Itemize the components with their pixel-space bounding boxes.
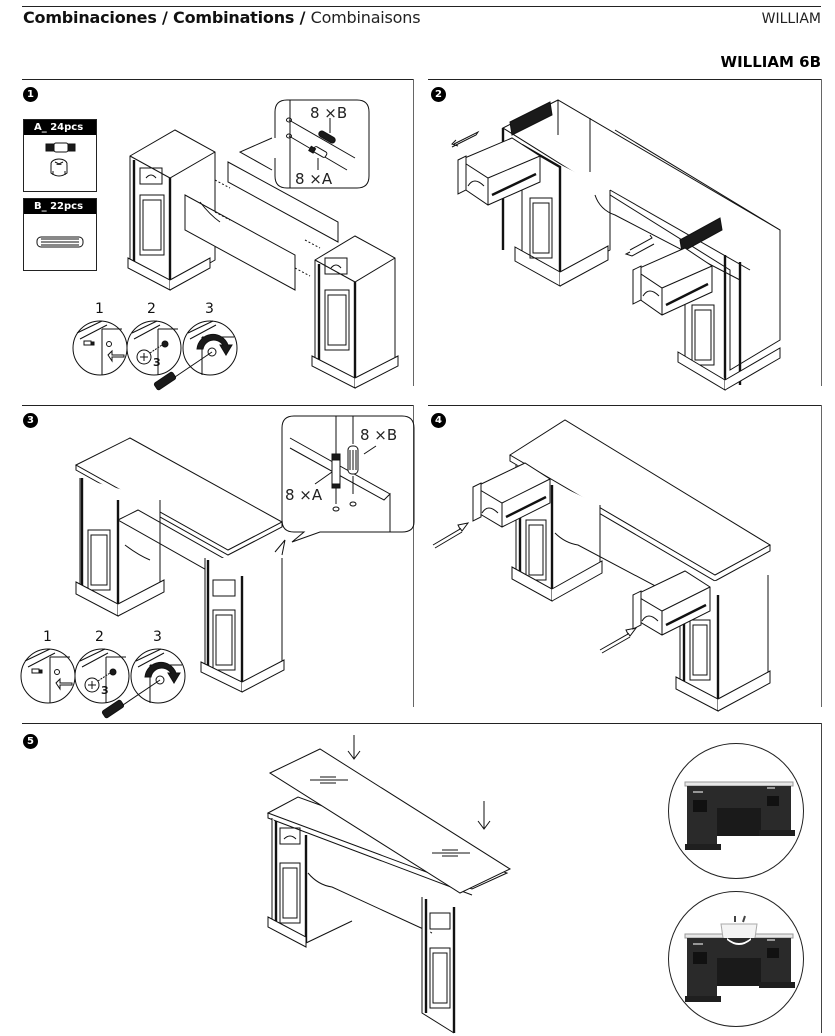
svg-text:1: 1 [43, 629, 52, 645]
drawer-left [472, 462, 551, 528]
left-pedestal [75, 478, 165, 617]
step-4-panel-edge [821, 405, 822, 707]
step-5-panel-edge [821, 723, 822, 1033]
back-panels [184, 161, 339, 291]
desk-assembled-photo [668, 743, 804, 879]
step-2-panel [428, 79, 821, 80]
step-4-illustration [432, 419, 771, 712]
step-badge: 5 [23, 734, 38, 749]
push-arrow-left [432, 522, 470, 549]
callout-label-b: 8 ×B [360, 426, 397, 444]
top-panel [268, 748, 512, 894]
step-1-callout: 8 ×B 8 ×A [274, 99, 370, 189]
pull-arrow-right [624, 234, 655, 257]
desk-frame [501, 99, 781, 391]
step-badge: 3 [23, 413, 38, 428]
step-badge: 4 [431, 413, 446, 428]
substep-2: 2 3 [126, 301, 182, 376]
parts-box-b: B_ 22pcs [23, 198, 97, 271]
step-4-panel [428, 405, 821, 406]
callout-label-a: 8 ×A [295, 170, 333, 188]
svg-text:3: 3 [205, 301, 214, 317]
svg-text:1: 1 [95, 301, 104, 317]
step-5-panel [22, 723, 821, 724]
callout-label-a: 8 ×A [285, 486, 323, 504]
callout-label-b: 8 ×B [310, 104, 347, 122]
model-name: WILLIAM 6B [720, 53, 821, 71]
substep-3: 3 [101, 629, 186, 719]
step-1-substeps: 1 2 3 3 [72, 301, 238, 391]
svg-text:2: 2 [147, 301, 156, 317]
step-3-panel-edge [413, 405, 414, 707]
brand-name: WILLIAM [761, 11, 821, 27]
left-cabinet [127, 129, 216, 291]
pull-arrow-left [451, 130, 480, 148]
step-1-illustration [127, 129, 399, 389]
desk-with-wash-basin-photo [668, 891, 804, 1027]
wooden-dowel-icon [36, 236, 84, 248]
substep-1: 1 [20, 629, 76, 704]
title-en: Combinations / [173, 8, 311, 27]
step-3-substeps: 1 2 3 3 [20, 629, 186, 719]
parts-label-a: A_ 24pcs [24, 120, 96, 135]
step-2-illustration [451, 99, 781, 391]
svg-text:3: 3 [153, 356, 161, 369]
header-rule [22, 6, 821, 7]
step-3-illustration [74, 437, 286, 693]
down-arrow-left [347, 735, 361, 760]
svg-text:2: 2 [95, 629, 104, 645]
drawer-left [457, 137, 541, 206]
drawer-right [632, 570, 711, 636]
substep-1: 1 [72, 301, 128, 376]
down-arrow-right [477, 801, 491, 830]
cam-lock-fitting-icon [45, 142, 76, 177]
step-5-illustration [266, 735, 512, 1034]
substep-3: 3 [153, 301, 238, 391]
substep-2: 2 3 [74, 629, 130, 704]
title-fr: Combinaisons [310, 8, 421, 27]
step-3-callout: 8 ×B 8 ×A [281, 415, 415, 543]
parts-box-a: A_ 24pcs [23, 119, 97, 192]
right-cabinet [311, 235, 399, 389]
page-title: Combinaciones / Combinations / Combinais… [23, 8, 421, 27]
step-badge: 2 [431, 87, 446, 102]
drawer-right [632, 247, 713, 316]
right-pedestal [200, 558, 285, 693]
svg-text:3: 3 [101, 684, 109, 697]
parts-label-b: B_ 22pcs [24, 199, 96, 214]
step-badge: 1 [23, 87, 38, 102]
step-3-panel [22, 405, 413, 406]
svg-text:3: 3 [153, 629, 162, 645]
step-2-panel-edge [821, 79, 822, 386]
push-arrow-right [599, 627, 638, 654]
title-es: Combinaciones / [23, 8, 174, 27]
